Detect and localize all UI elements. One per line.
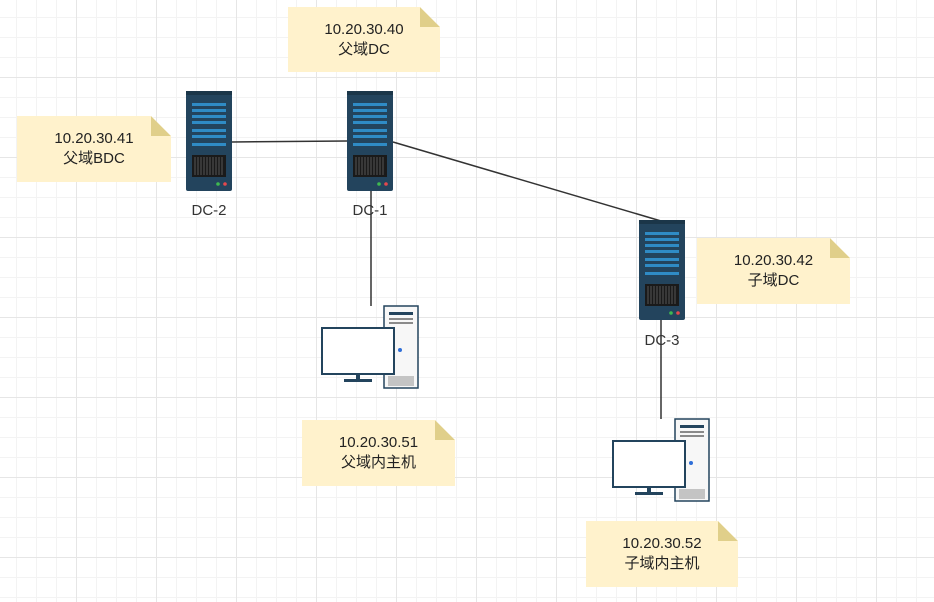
note-role: 子域内主机 bbox=[624, 555, 700, 572]
note-host1[interactable]: 10.20.30.51 父域内主机 bbox=[302, 420, 455, 486]
note-dc2[interactable]: 10.20.30.41 父域BDC bbox=[17, 116, 171, 182]
node-label-dc3: DC-3 bbox=[644, 332, 680, 349]
note-dc3[interactable]: 10.20.30.42 子域DC bbox=[697, 238, 850, 304]
edge-dc1-dc3 bbox=[392, 141, 662, 222]
note-host2[interactable]: 10.20.30.52 子域内主机 bbox=[586, 521, 738, 587]
server-rack-icon[interactable] bbox=[185, 90, 233, 192]
desktop-computer-icon[interactable] bbox=[612, 418, 710, 502]
note-role: 父域BDC bbox=[63, 150, 125, 167]
desktop-computer-icon[interactable] bbox=[321, 305, 419, 389]
note-ip: 10.20.30.52 bbox=[622, 535, 702, 552]
note-ip: 10.20.30.51 bbox=[338, 434, 419, 451]
node-label-dc1: DC-1 bbox=[352, 202, 388, 219]
note-ip: 10.20.30.42 bbox=[733, 252, 814, 269]
edge-dc2-dc1 bbox=[231, 140, 348, 143]
node-label-dc2: DC-2 bbox=[191, 202, 227, 219]
server-rack-icon[interactable] bbox=[346, 90, 394, 192]
note-role: 父域DC bbox=[338, 40, 390, 58]
server-rack-icon[interactable] bbox=[638, 219, 686, 321]
note-dc1[interactable]: 10.20.30.40 父域DC bbox=[288, 7, 440, 72]
note-ip: 10.20.30.40 bbox=[324, 20, 404, 38]
note-ip: 10.20.30.41 bbox=[54, 130, 134, 147]
note-role: 子域DC bbox=[747, 272, 800, 289]
note-role: 父域内主机 bbox=[340, 454, 416, 471]
